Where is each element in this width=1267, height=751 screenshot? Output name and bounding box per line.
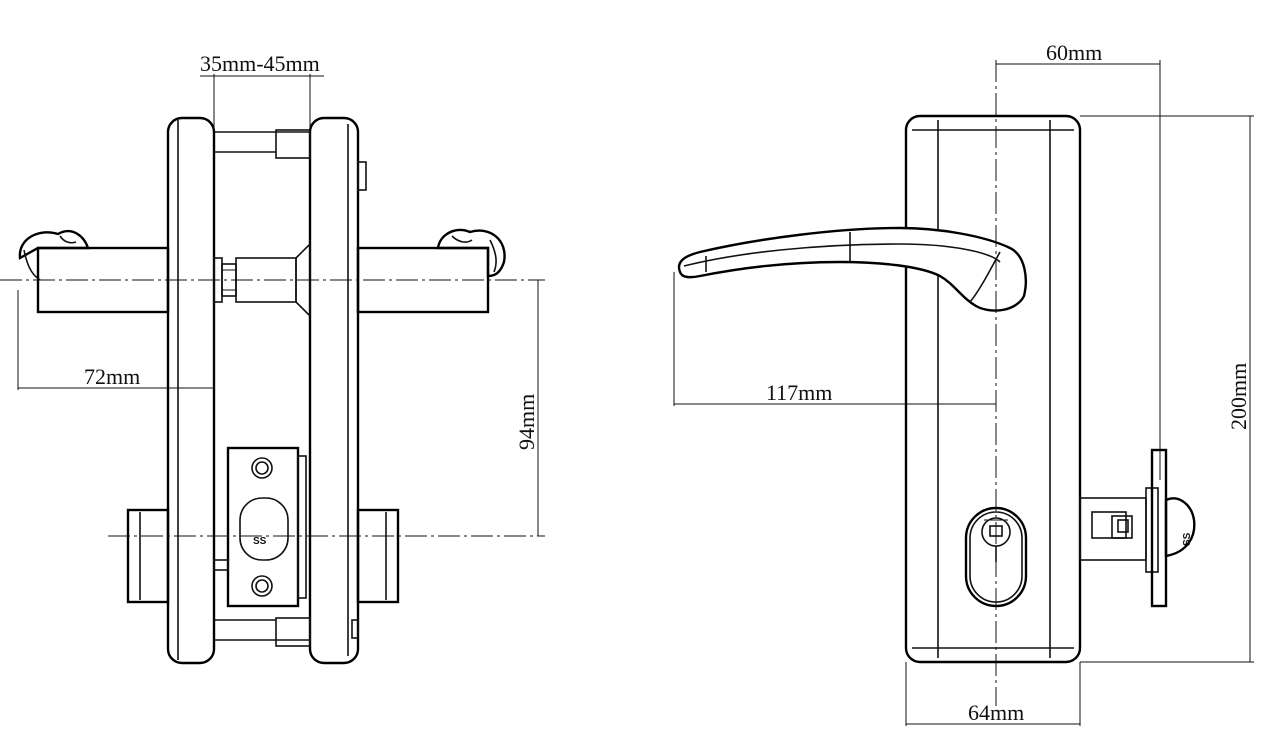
dim-handle-projection-side: 72mm xyxy=(17,290,215,390)
dim-plate-width: 64mm xyxy=(905,662,1081,726)
dim-plate-height-label: 200mm xyxy=(1226,363,1251,430)
dim-handle-projection-front: 117mm xyxy=(673,272,996,406)
side-view-right-handle xyxy=(356,228,506,314)
side-view-inner-plate xyxy=(308,116,360,665)
side-view-door-section xyxy=(214,129,367,647)
dim-door-thickness: 35mm-45mm xyxy=(200,51,324,130)
front-view-latch: SS xyxy=(1079,448,1196,608)
dim-handle-projection-side-label: 72mm xyxy=(84,364,140,389)
dim-door-thickness-label: 35mm-45mm xyxy=(200,51,320,76)
dim-backset-label: 60mm xyxy=(1046,40,1102,65)
side-view-outer-plate xyxy=(166,116,216,665)
dim-handle-to-cylinder-label: 94mm xyxy=(514,394,539,450)
side-view-left-handle xyxy=(18,229,170,314)
dim-plate-width-label: 64mm xyxy=(968,700,1024,725)
dim-handle-projection-front-label: 117mm xyxy=(766,380,832,405)
side-view-spindle xyxy=(213,242,311,318)
dim-backset: 60mm xyxy=(996,40,1161,480)
front-view-latch-stamp: SS xyxy=(1182,532,1193,546)
side-view-latch-body: SS xyxy=(226,446,307,608)
side-view-cylinder xyxy=(126,508,400,604)
side-view: SS 35mm-45mm 72mm xyxy=(0,51,545,665)
front-view-lever-handle xyxy=(677,226,1027,312)
front-view-backplate xyxy=(904,114,1082,664)
dim-plate-height: 200mm xyxy=(1080,115,1254,663)
side-view-latch-stamp: SS xyxy=(253,536,267,547)
front-view: SS 60mm 117mm 200mm 64mm xyxy=(673,40,1254,726)
dim-handle-to-cylinder: 94mm xyxy=(514,280,539,536)
